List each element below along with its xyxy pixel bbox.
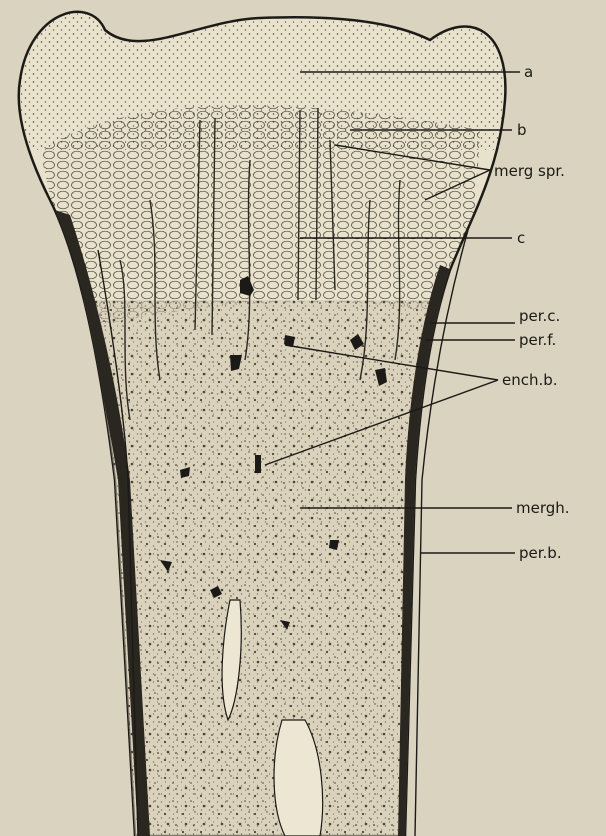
label-per-b: per.b. (519, 544, 562, 562)
label-a: a (524, 63, 533, 81)
label-per-f: per.f. (519, 331, 556, 349)
label-per-c: per.c. (519, 307, 560, 325)
label-merg-spr: merg spr. (494, 162, 565, 180)
label-mergh: mergh. (516, 499, 570, 517)
label-ench-b: ench.b. (502, 371, 558, 389)
label-c: c (517, 229, 525, 247)
label-b: b (517, 121, 527, 139)
